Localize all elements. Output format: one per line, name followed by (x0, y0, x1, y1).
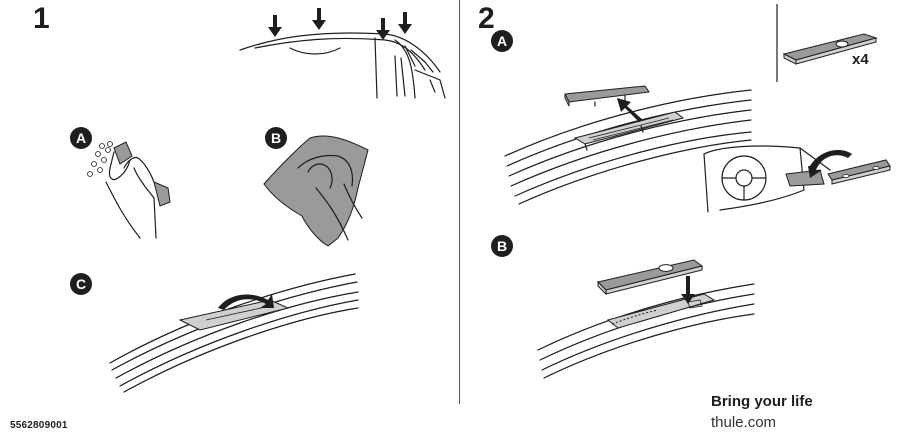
arrow-down-icon (268, 15, 282, 37)
brand-tagline: Bring your life (711, 393, 813, 410)
step-2-number: 2 (478, 2, 495, 35)
parts-inset-divider (776, 4, 778, 82)
cover-plate-part-icon (782, 33, 878, 65)
step-1a-badge: A (70, 127, 92, 149)
arrow-down-icon (312, 8, 326, 30)
brand-website[interactable]: thule.com (711, 414, 777, 431)
glovebox-storage-illustration (703, 145, 891, 213)
arrow-down-icon (398, 12, 412, 34)
arrow-down-icon (376, 18, 390, 40)
spray-cleaning-illustration (87, 141, 171, 239)
install-plate-illustration (537, 259, 755, 379)
remove-cover-illustration (504, 85, 752, 205)
step-divider (459, 0, 460, 404)
car-roof-illustration (239, 32, 446, 99)
step-2b-badge: B (491, 235, 513, 257)
step-1c-badge: C (70, 273, 92, 295)
part-number: 5562809001 (10, 420, 68, 431)
wipe-cloth-illustration (263, 135, 369, 247)
step-1b-badge: B (265, 127, 287, 149)
quantity-label: x4 (852, 51, 869, 68)
step-2a-badge: A (491, 30, 513, 52)
roof-rail-dry-illustration (109, 273, 359, 393)
step-1-number: 1 (33, 2, 50, 35)
